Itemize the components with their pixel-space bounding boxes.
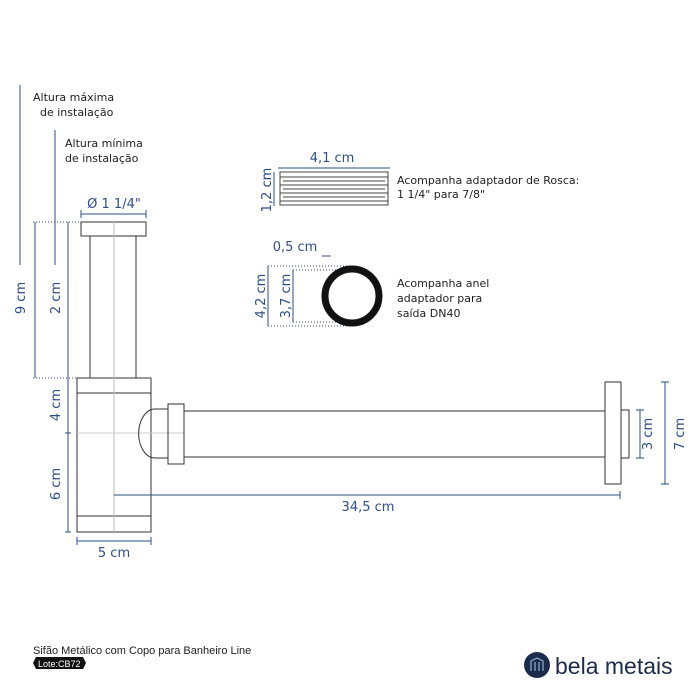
lot-badge bbox=[33, 657, 86, 669]
adapter-width-label: 4,1 cm bbox=[310, 151, 355, 166]
max-height-label-1: Altura máxima bbox=[33, 91, 114, 104]
brand-logo-mark bbox=[530, 657, 544, 671]
adapter-height-label: 1,2 cm bbox=[260, 168, 275, 213]
siphon-drawing bbox=[76, 221, 630, 533]
guide-lines bbox=[33, 221, 81, 379]
ring-dimensions bbox=[267, 255, 331, 326]
dim-9cm: 9 cm bbox=[14, 282, 29, 314]
ring-adapter-drawing bbox=[321, 265, 383, 327]
dim-2cm: 2 cm bbox=[49, 282, 64, 314]
ring-outer-label: 4,2 cm bbox=[254, 274, 269, 319]
adapter-dimensions bbox=[273, 167, 390, 206]
diameter-label: Ø 1 1/4" bbox=[87, 197, 141, 212]
ring-inner-label: 3,7 cm bbox=[279, 274, 294, 319]
lot-label: Lote:CB72 bbox=[38, 659, 81, 669]
brand-logo-icon bbox=[524, 652, 550, 678]
thread-adapter-note-2: 1 1/4" para 7/8" bbox=[397, 188, 485, 201]
dim-7cm: 7 cm bbox=[673, 418, 688, 450]
ring-note-1: Acompanha anel bbox=[397, 277, 489, 290]
min-height-label-2: de instalação bbox=[65, 152, 139, 165]
dim-34-5cm: 34,5 cm bbox=[342, 500, 395, 515]
dim-3cm: 3 cm bbox=[641, 418, 656, 450]
ring-thickness-label: 0,5 cm bbox=[273, 240, 318, 255]
diameter-dimension bbox=[80, 210, 147, 218]
max-height-label-2: de instalação bbox=[40, 106, 114, 119]
brand-name: bela metais bbox=[555, 653, 673, 679]
dim-6cm: 6 cm bbox=[49, 468, 64, 500]
ring-guides bbox=[268, 265, 352, 327]
horizontal-dimensions bbox=[76, 381, 669, 545]
min-height-label-1: Altura mínima bbox=[65, 137, 143, 150]
dim-5cm: 5 cm bbox=[98, 546, 130, 561]
dim-4cm: 4 cm bbox=[49, 389, 64, 421]
product-title: Sifão Metálico com Copo para Banheiro Li… bbox=[33, 645, 251, 657]
thread-adapter-drawing bbox=[279, 171, 389, 206]
ring-note-3: saída DN40 bbox=[397, 307, 460, 320]
thread-adapter-note-1: Acompanha adaptador de Rosca: bbox=[397, 174, 579, 187]
ring-note-2: adaptador para bbox=[397, 292, 482, 305]
vertical-dimensions bbox=[34, 222, 71, 533]
